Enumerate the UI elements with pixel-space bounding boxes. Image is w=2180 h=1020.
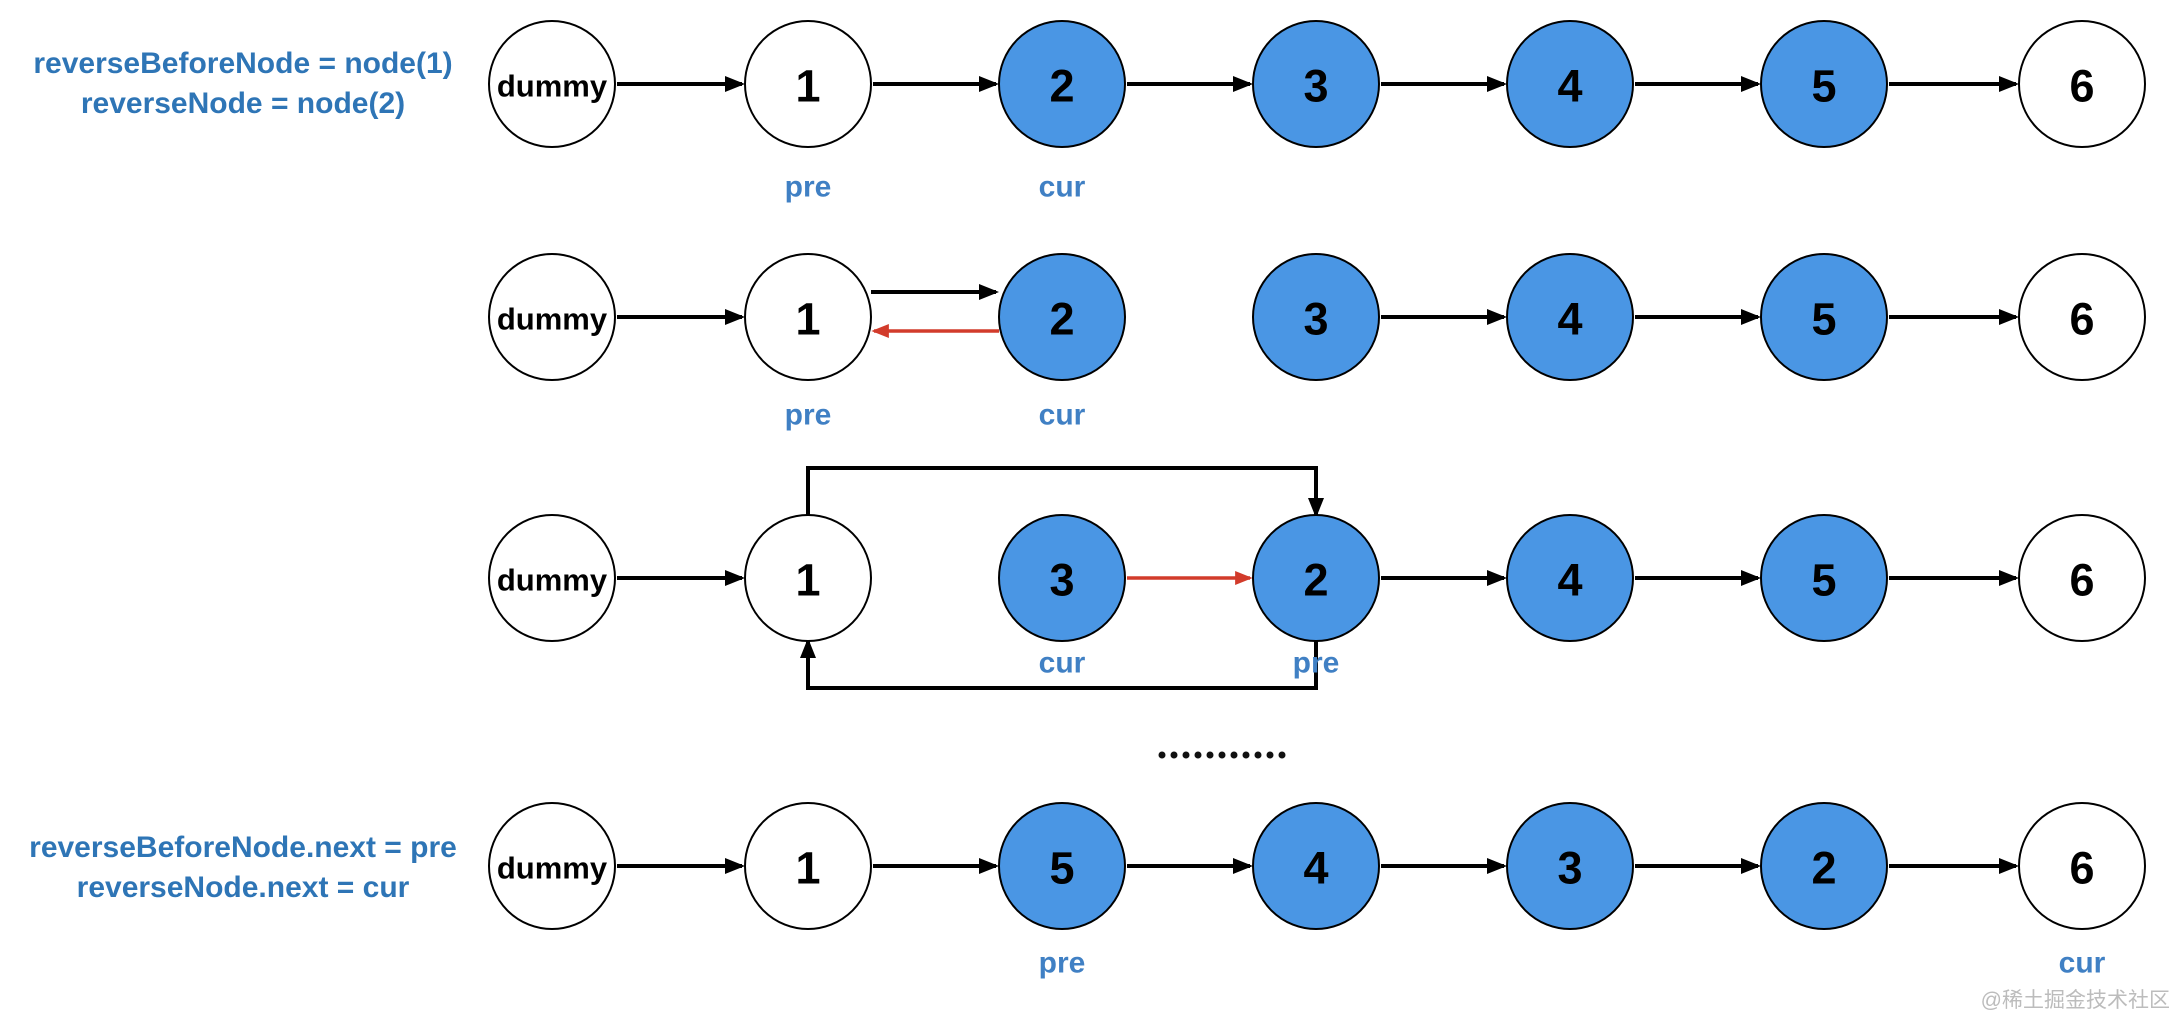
node-value: 3 [1303, 61, 1328, 112]
list-node-5 [1760, 20, 1888, 148]
node-value: dummy [497, 563, 608, 598]
ellipsis-dot [1242, 751, 1250, 759]
node-value: dummy [497, 851, 608, 886]
node-value: 4 [1557, 555, 1582, 606]
ellipsis-dot [1194, 751, 1202, 759]
node-value: 1 [795, 294, 820, 345]
ellipsis-dot [1158, 751, 1166, 759]
node-value: 2 [1811, 843, 1836, 894]
diagram-row-4-step-4-final-list: dummy 1 5 pre 4 3 2 6 cur [488, 802, 2146, 980]
node-value: 1 [795, 61, 820, 112]
annotation-line: reverseBeforeNode = node(1) [33, 47, 453, 80]
node-value: 5 [1811, 555, 1836, 606]
list-node-6 [2018, 20, 2146, 148]
pointer-label-pre: pre [785, 399, 832, 432]
node-value: 6 [2069, 294, 2094, 345]
node-value: 4 [1303, 843, 1328, 894]
ellipsis-dot [1254, 751, 1262, 759]
diagram-row-3-step-3-node-swapped: dummy 1 3 cur 2 pre 4 5 6 [488, 466, 2146, 690]
node-value: 2 [1049, 61, 1074, 112]
list-node-6 [2018, 802, 2146, 930]
list-node-dummy [488, 253, 616, 381]
list-node-2 [998, 20, 1126, 148]
pointer-label-cur: cur [1039, 171, 1086, 204]
list-node-6 [2018, 514, 2146, 642]
annotation-line: reverseBeforeNode.next = pre [29, 831, 457, 864]
list-node-3 [1252, 20, 1380, 148]
list-node-1 [744, 20, 872, 148]
list-node-1 [744, 253, 872, 381]
annotation-line: reverseNode = node(2) [80, 87, 406, 120]
list-node-1 [744, 802, 872, 930]
annotation-line: reverseNode.next = cur [76, 871, 410, 904]
diagram-row-2-step-2-reverse-first-pointer: dummy 1 pre 2 cur 3 4 5 6 [488, 253, 2146, 432]
list-node-2 [1252, 514, 1380, 642]
list-node-2 [1760, 802, 1888, 930]
node-value: 2 [1049, 294, 1074, 345]
pointer-label-pre: pre [785, 171, 832, 204]
node-value: 6 [2069, 61, 2094, 112]
node-value: 6 [2069, 843, 2094, 894]
ellipsis-dot [1230, 751, 1238, 759]
ellipsis-dot [1218, 751, 1226, 759]
node-value: 3 [1557, 843, 1582, 894]
list-node-3 [998, 514, 1126, 642]
pointer-label-cur: cur [1039, 399, 1086, 432]
list-node-5 [1760, 514, 1888, 642]
node-value: 5 [1811, 294, 1836, 345]
pointer-label-pre: pre [1039, 947, 1086, 980]
pointer-label-cur: cur [1039, 647, 1086, 680]
list-node-5 [998, 802, 1126, 930]
list-node-5 [1760, 253, 1888, 381]
annotation-step1: reverseBeforeNode = node(1) reverseNode … [0, 44, 486, 124]
list-node-dummy [488, 20, 616, 148]
ellipsis-dots [1158, 751, 1286, 759]
node-value: 1 [795, 555, 820, 606]
loop-forward-arrow [806, 466, 1324, 518]
ellipsis-dot [1266, 751, 1274, 759]
pointer-label-pre: pre [1293, 647, 1340, 680]
list-node-6 [2018, 253, 2146, 381]
list-node-3 [1506, 802, 1634, 930]
node-value: 2 [1303, 555, 1328, 606]
node-value: 4 [1557, 294, 1582, 345]
node-value: 3 [1303, 294, 1328, 345]
list-node-1 [744, 514, 872, 642]
annotation-step4: reverseBeforeNode.next = pre reverseNode… [0, 828, 486, 908]
diagram-row-1-step-1-initial-list: dummy 1 pre 2 cur 3 4 5 6 [488, 20, 2146, 204]
ellipsis-dot [1206, 751, 1214, 759]
node-value: dummy [497, 302, 608, 337]
watermark-text: @稀土掘金技术社区 [1980, 989, 2170, 1012]
list-node-dummy [488, 802, 616, 930]
node-value: dummy [497, 69, 608, 104]
list-node-4 [1506, 253, 1634, 381]
list-node-4 [1252, 802, 1380, 930]
node-value: 5 [1811, 61, 1836, 112]
list-node-dummy [488, 514, 616, 642]
list-node-4 [1506, 514, 1634, 642]
ellipsis-dot [1170, 751, 1178, 759]
list-node-3 [1252, 253, 1380, 381]
node-value: 4 [1557, 61, 1582, 112]
ellipsis-dot [1278, 751, 1286, 759]
ellipsis-dot [1182, 751, 1190, 759]
loop-back-arrow [800, 638, 1318, 690]
list-node-2 [998, 253, 1126, 381]
node-value: 5 [1049, 843, 1074, 894]
pointer-label-cur: cur [2059, 947, 2106, 980]
node-value: 3 [1049, 555, 1074, 606]
node-value: 6 [2069, 555, 2094, 606]
node-value: 1 [795, 843, 820, 894]
list-node-4 [1506, 20, 1634, 148]
